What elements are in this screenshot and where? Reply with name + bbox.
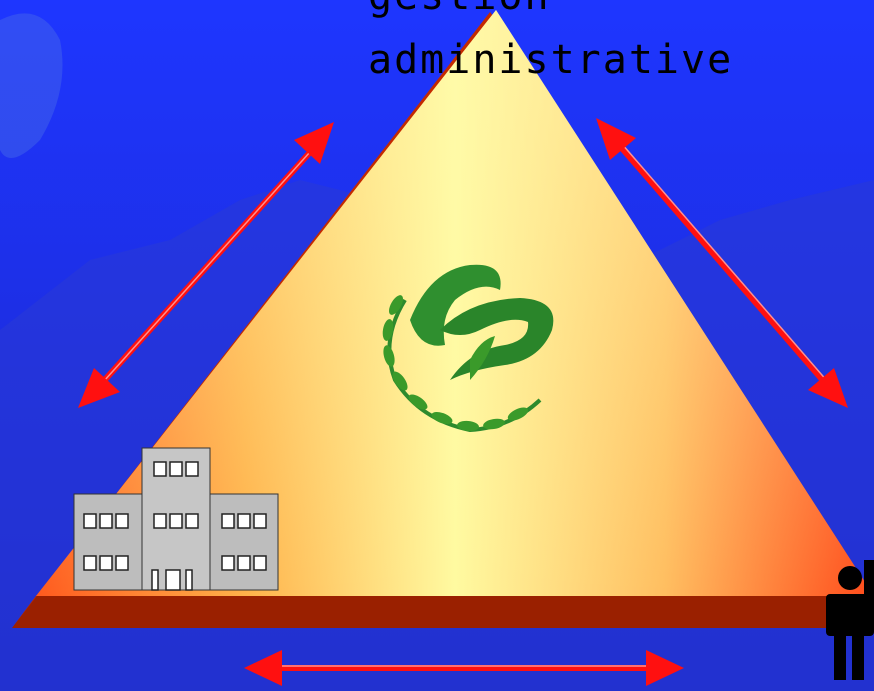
pyramid-base bbox=[12, 596, 874, 628]
top-label-line-2: administrative bbox=[368, 40, 733, 80]
top-label-line-1: gestion bbox=[368, 0, 551, 16]
